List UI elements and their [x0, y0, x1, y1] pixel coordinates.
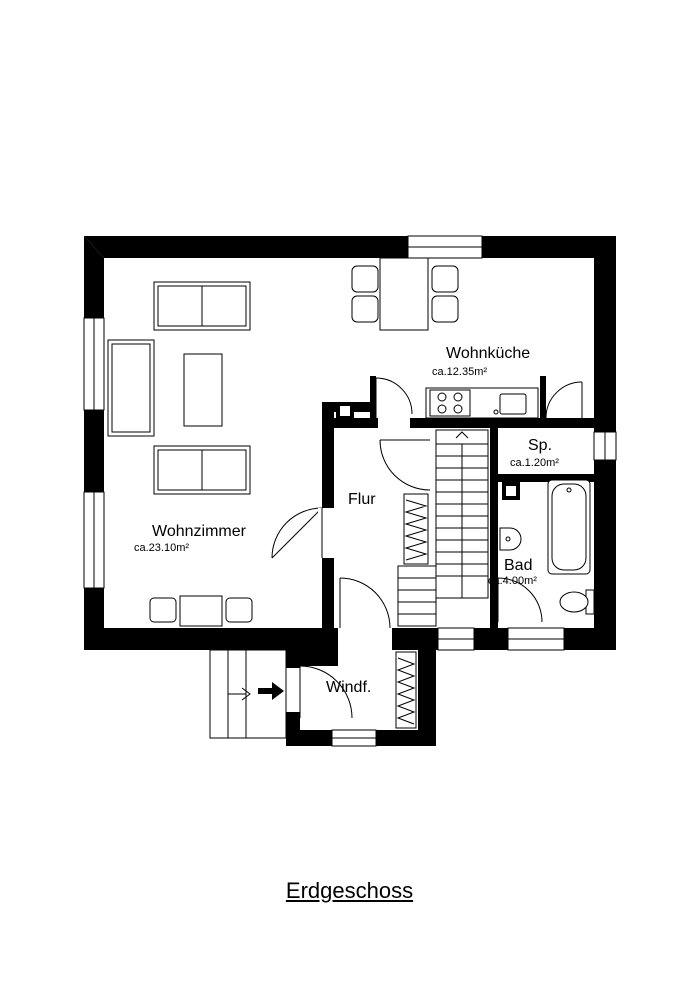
living-furniture — [107, 281, 253, 627]
room-name-flur: Flur — [348, 491, 376, 508]
hall-wardrobe — [403, 493, 429, 565]
hob-icon — [437, 392, 447, 402]
room-area-wohnkueche: ca.12.35m² — [432, 366, 487, 378]
toilet-icon — [559, 591, 589, 613]
desk — [179, 595, 223, 627]
windows — [83, 235, 617, 747]
chair-right — [225, 597, 253, 623]
floor-title-wrapper: Erdgeschoss — [0, 878, 699, 904]
room-area-wohnzimmer: ca.23.10m² — [134, 542, 189, 554]
room-name-wohnzimmer: Wohnzimmer — [152, 523, 247, 540]
room-name-windfang: Windf. — [326, 679, 371, 696]
entrance-steps — [209, 649, 287, 739]
floor-title: Erdgeschoss — [285, 878, 414, 903]
dining-table — [379, 257, 429, 331]
room-name-speisekammer: Sp. — [528, 437, 552, 454]
room-name-bad: Bad — [504, 557, 532, 574]
entrance-arrow-icon — [258, 682, 284, 700]
sink-icon — [499, 393, 527, 415]
coffee-table — [183, 353, 223, 427]
doors — [271, 377, 583, 719]
chair-left — [149, 597, 177, 623]
staircase — [397, 429, 489, 627]
room-area-speisekammer: ca.1.20m² — [510, 457, 559, 469]
room-area-bad: ca.4.00m² — [488, 575, 537, 587]
bath-fixtures — [499, 479, 595, 615]
kitchen-counter — [425, 387, 539, 419]
watermark: www.grundriss.com — [599, 529, 615, 651]
vestibule-wardrobe — [395, 651, 417, 729]
chimneys — [336, 402, 520, 500]
dining-set — [351, 257, 459, 331]
room-name-wohnkueche: Wohnküche — [446, 345, 530, 362]
